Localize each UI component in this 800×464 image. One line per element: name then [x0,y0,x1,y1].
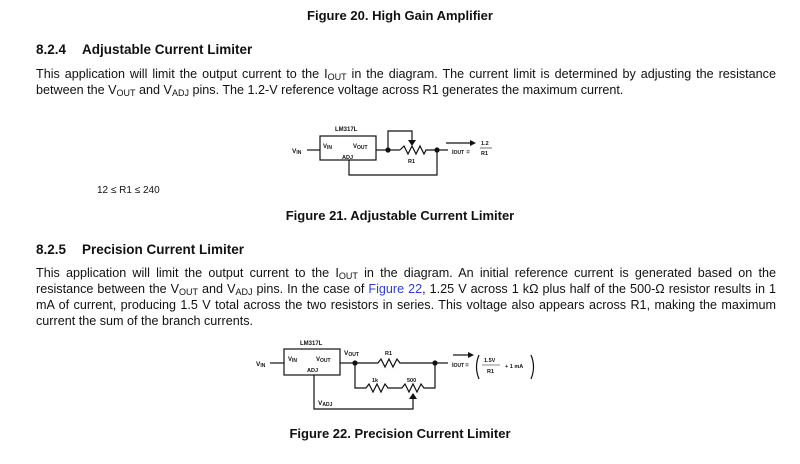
node-dot [352,360,358,366]
section-8-2-4-heading: 8.2.4 Adjustable Current Limiter [36,42,252,57]
vin-label: VIN [292,148,302,156]
section-title: Adjustable Current Limiter [82,42,253,57]
figure-21-caption: Figure 21. Adjustable Current Limiter [285,208,515,223]
v: V [344,350,349,357]
ic-label: LM317L [300,341,323,347]
sub: IN [292,358,297,364]
node-dot [385,147,391,153]
text: in the diagram. An initial reference cur… [36,266,776,296]
text: and V [135,83,172,97]
sub: OUT [357,145,368,151]
vout-node-label: VOUT [344,350,359,358]
v: V [316,357,320,363]
figure-22-schematic: LM317L VIN VIN VOUT ADJ VOUT R1 1k 500 V… [256,341,535,410]
pin-vout: VOUT [316,357,331,364]
sub: IN [327,145,332,151]
current-arrow [468,352,474,358]
subscript: OUT [327,72,347,82]
r-500-label: 500 [407,378,416,384]
pin-adj: ADJ [342,155,353,161]
text: pins. In the case of [252,282,369,296]
text: This application will limit the output c… [36,266,339,280]
node-dot [432,360,438,366]
text: and V [198,282,236,296]
ic-body [283,348,341,376]
fraction-numerator: 1.5V [484,358,496,364]
v: V [292,148,297,155]
subscript: ADJ [171,88,189,98]
sub: OUT [454,150,465,156]
pin-adj: ADJ [307,368,318,374]
text: in the diagram. The current limit is det… [36,67,776,97]
text: , 1.25 V across 1 kΩ plus half of the 50… [36,282,776,328]
fraction-denominator: R1 [481,151,488,157]
pin-vin: VIN [288,357,297,364]
node-dot [434,147,440,153]
sub: IN [260,363,265,369]
iout-label: IOUT= [452,150,470,156]
iout-label: IOUT= [452,363,469,369]
r1-label: R1 [385,351,392,357]
figure-22-caption: Figure 22. Precision Current Limiter [289,426,511,441]
eq: = [466,150,470,156]
subscript: OUT [179,287,199,297]
subscript: ADJ [235,287,253,297]
r1-range-note: 12 ≤ R1 ≤ 240 [97,185,160,196]
sub: OUT [454,363,465,369]
section-8-2-5-paragraph: This application will limit the output c… [36,265,776,329]
v: V [256,361,261,368]
eq: = [465,363,469,369]
figure-22-link[interactable]: Figure 22 [368,282,423,296]
fraction-denominator: R1 [487,369,494,375]
text: pins. The 1.2-V reference voltage across… [188,83,624,97]
r-1k-label: 1k [372,378,379,384]
sub: OUT [348,352,359,358]
section-8-2-4-paragraph: This application will limit the output c… [36,66,776,98]
figure-20-caption: Figure 20. High Gain Amplifier [307,8,493,23]
i: I [452,150,454,156]
v: V [353,144,357,150]
plus-term: + 1 mA [505,364,523,370]
vin-label: VIN [256,361,266,369]
section-title: Precision Current Limiter [82,242,245,257]
sub: OUT [320,358,331,364]
v: V [323,144,327,150]
subscript: OUT [116,88,136,98]
section-8-2-5-heading: 8.2.5 Precision Current Limiter [36,242,244,257]
v: V [318,400,323,407]
wiper-arrow [408,140,416,146]
wiper-arrow [409,393,417,399]
ic-body [319,135,377,161]
i: I [452,363,454,369]
figure-21-schematic: LM317L VIN VIN VOUT ADJ R1 IOUT= 1.2 R1 [292,127,492,176]
v: V [288,357,292,363]
r1-label: R1 [408,159,415,165]
section-number: 8.2.4 [36,42,67,57]
sub: ADJ [322,402,332,408]
pin-vout: VOUT [353,144,368,151]
fraction-numerator: 1.2 [481,141,489,147]
current-arrow [470,140,476,146]
vadj-label: VADJ [318,400,333,408]
ic-label: LM317L [335,127,358,133]
text: This application will limit the output c… [36,67,328,81]
sub: IN [296,150,301,156]
subscript: OUT [338,271,358,281]
pin-vin: VIN [323,144,332,151]
section-number: 8.2.5 [36,242,67,257]
